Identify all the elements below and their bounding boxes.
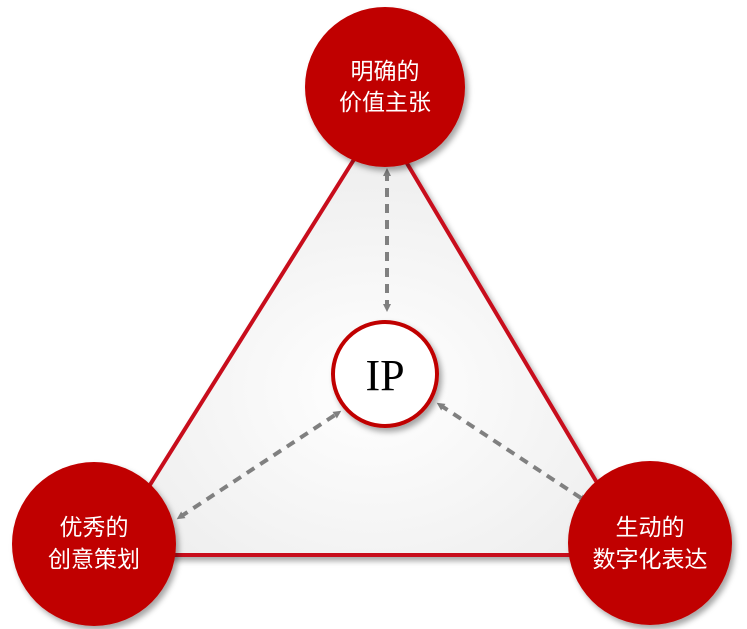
node-left-line1: 优秀的 [60, 515, 129, 541]
center-node: IP [331, 320, 439, 428]
node-right-circle [568, 461, 732, 625]
node-top-line2: 价值主张 [339, 90, 431, 116]
node-top-circle [305, 7, 465, 167]
node-left-line2: 创意策划 [48, 547, 140, 573]
node-left-circle [12, 462, 176, 626]
arrow-right-to-center [436, 402, 588, 503]
node-right: 生动的 数字化表达 [568, 461, 732, 625]
node-right-line1: 生动的 [616, 515, 685, 541]
node-right-line2: 数字化表达 [593, 547, 708, 573]
center-label: IP [365, 351, 404, 400]
node-left: 优秀的 创意策划 [12, 462, 176, 626]
center-circle [331, 320, 439, 428]
node-top-line1: 明确的 [351, 59, 420, 85]
node-top: 明确的 价值主张 [305, 7, 465, 167]
